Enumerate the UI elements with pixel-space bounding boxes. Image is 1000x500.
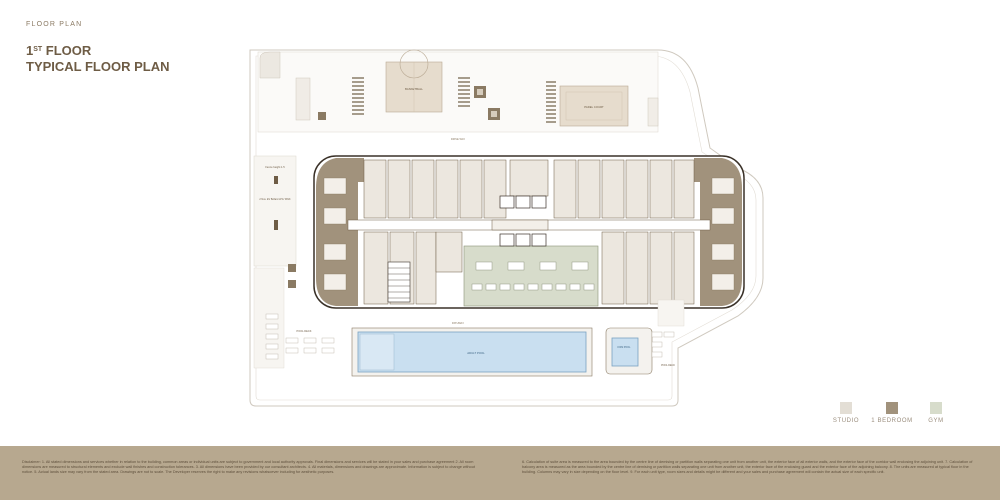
page-eyebrow: FLOOR PLAN [26,21,83,28]
pool-deck-right-label: POOL DECK [661,364,675,367]
gym-area [463,245,599,307]
legend-label-studio: STUDIO [832,418,860,424]
disclaimer-band: Disclaimer: 1. All stated dimensions and… [0,446,1000,500]
court-right-label: PADEL COURT [584,105,604,109]
legend-item-studio: STUDIO [816,402,876,424]
page-title: 1ST FLOOR TYPICAL FLOOR PLAN [26,43,169,75]
legend-item-gym: GYM [906,402,966,424]
main-pool [357,331,587,373]
right-1br-block [700,158,742,306]
floor-plan-drawing: BASKETBALL PADEL COURT DRIVE WAY Fence h… [249,49,764,407]
parking-note: Fence height 1.5 [265,165,285,169]
unit-legend: STUDIO 1 BEDROOM GYM [830,402,960,432]
legend-label-gym: GYM [928,418,944,424]
title-subtitle: TYPICAL FLOOR PLAN [26,59,170,74]
kids-pool [611,337,639,367]
legend-swatch-studio [840,402,852,414]
title-floor-word: FLOOR [42,43,92,58]
title-ordinal: ST [33,46,43,53]
legend-item-1-bedroom: 1 BEDROOM [862,402,922,424]
left-1br-block [316,158,358,306]
pathway-label: PATHWAY [452,321,464,325]
legend-label-1-bedroom: 1 BEDROOM [871,418,913,424]
legend-swatch-gym [930,402,942,414]
title-floor-number: 1 [26,43,34,58]
pool-deck-left-label: POOL DECK [296,329,311,333]
court-left-label: BASKETBALL [405,87,423,91]
parking-note-2: 2 Nos. EV Bollard LPG TANK [259,198,291,201]
disclaimer-right: 6. Calculation of suite area is measured… [522,460,973,474]
padel-court [559,85,629,127]
main-pool-label: ADULT POOL [467,351,485,355]
disclaimer-left: Disclaimer: 1. All stated dimensions and… [22,460,475,474]
drive-way-label: DRIVE WAY [451,137,466,141]
kids-pool-label: KIDS POOL [618,346,632,349]
legend-swatch-1-bedroom [886,402,898,414]
